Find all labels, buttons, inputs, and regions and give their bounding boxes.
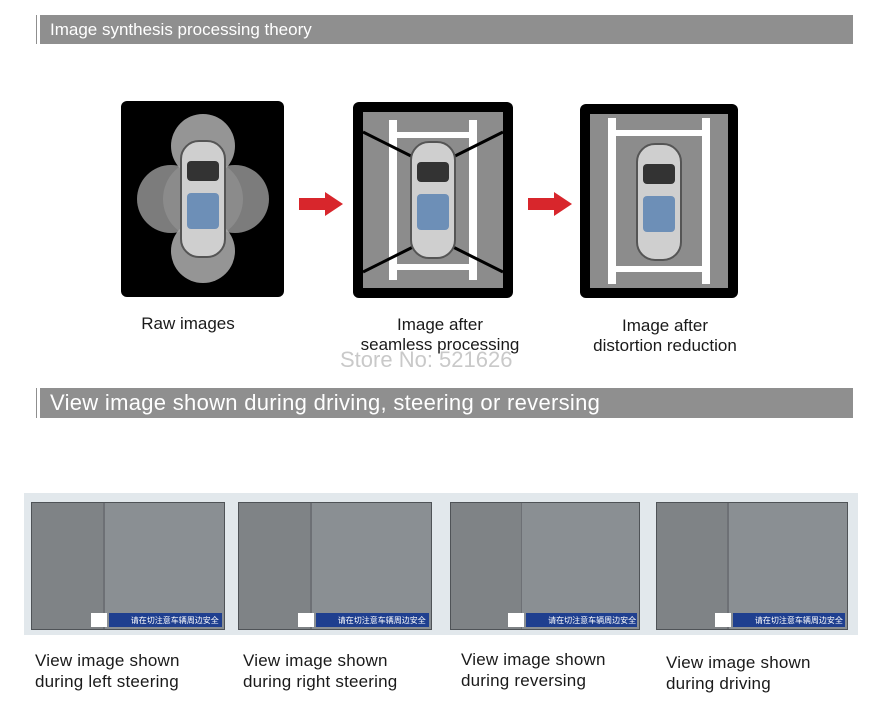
camera-view-pane bbox=[729, 503, 847, 629]
distortion-illustration bbox=[590, 114, 728, 288]
banner-accent bbox=[36, 15, 40, 44]
raw-images-caption: Raw images bbox=[118, 314, 258, 334]
section-banner-views: View image shown during driving, steerin… bbox=[36, 388, 853, 418]
seamless-frame bbox=[353, 102, 513, 298]
top-view-pane bbox=[451, 503, 521, 629]
camera-view-pane bbox=[104, 503, 224, 629]
caption-line: during left steering bbox=[35, 672, 179, 691]
camera-view-pane bbox=[311, 503, 431, 629]
section-title: View image shown during driving, steerin… bbox=[50, 390, 601, 415]
view-screen-driving: 请在切注意车辆周边安全 bbox=[656, 502, 848, 630]
safety-label: 请在切注意车辆周边安全 bbox=[108, 613, 222, 627]
caption-line: during right steering bbox=[243, 672, 398, 691]
top-view-pane bbox=[657, 503, 728, 629]
caption-line: View image shown bbox=[461, 650, 606, 669]
caption-line: View image shown bbox=[35, 651, 180, 670]
camera-icon bbox=[508, 613, 525, 627]
top-view-pane bbox=[239, 503, 311, 629]
caption-line: Image after bbox=[397, 315, 483, 334]
raw-images-illustration bbox=[137, 114, 269, 283]
store-watermark: Store No: 521626 bbox=[340, 347, 513, 372]
view-caption-driving: View image shown during driving bbox=[666, 652, 811, 694]
banner-accent bbox=[36, 388, 40, 418]
section-banner-synthesis: Image synthesis processing theory bbox=[36, 15, 853, 44]
raw-images-frame bbox=[121, 101, 284, 297]
caption-line: during reversing bbox=[461, 671, 587, 690]
arrow-right-icon bbox=[528, 192, 572, 216]
caption-line: View image shown bbox=[666, 653, 811, 672]
caption-line: Image after bbox=[622, 316, 708, 335]
safety-label: 请在切注意车辆周边安全 bbox=[315, 613, 429, 627]
seamless-illustration bbox=[362, 112, 504, 288]
caption-line: seamless processing bbox=[360, 335, 520, 354]
camera-icon bbox=[714, 613, 731, 627]
arrow-right-icon bbox=[299, 192, 343, 216]
view-screen-reversing: 请在切注意车辆周边安全 bbox=[450, 502, 640, 630]
caption-line: during driving bbox=[666, 674, 771, 693]
distortion-frame bbox=[580, 104, 738, 298]
view-caption-left-steering: View image shown during left steering bbox=[35, 650, 180, 692]
caption-line: Raw images bbox=[141, 314, 235, 333]
view-screen-right-steering: 请在切注意车辆周边安全 bbox=[238, 502, 432, 630]
camera-icon bbox=[297, 613, 314, 627]
section-title: Image synthesis processing theory bbox=[50, 19, 312, 39]
view-screen-left-steering: 请在切注意车辆周边安全 bbox=[31, 502, 225, 630]
caption-line: View image shown bbox=[243, 651, 388, 670]
view-caption-right-steering: View image shown during right steering bbox=[243, 650, 397, 692]
top-view-pane bbox=[32, 503, 104, 629]
safety-label: 请在切注意车辆周边安全 bbox=[732, 613, 845, 627]
camera-view-pane bbox=[522, 503, 639, 629]
safety-label: 请在切注意车辆周边安全 bbox=[526, 613, 637, 627]
view-caption-reversing: View image shown during reversing bbox=[461, 649, 606, 691]
caption-line: distortion reduction bbox=[593, 336, 737, 355]
distortion-caption: Image after distortion reduction bbox=[570, 316, 760, 356]
camera-icon bbox=[90, 613, 107, 627]
seamless-caption: Image after seamless processing bbox=[340, 315, 540, 355]
